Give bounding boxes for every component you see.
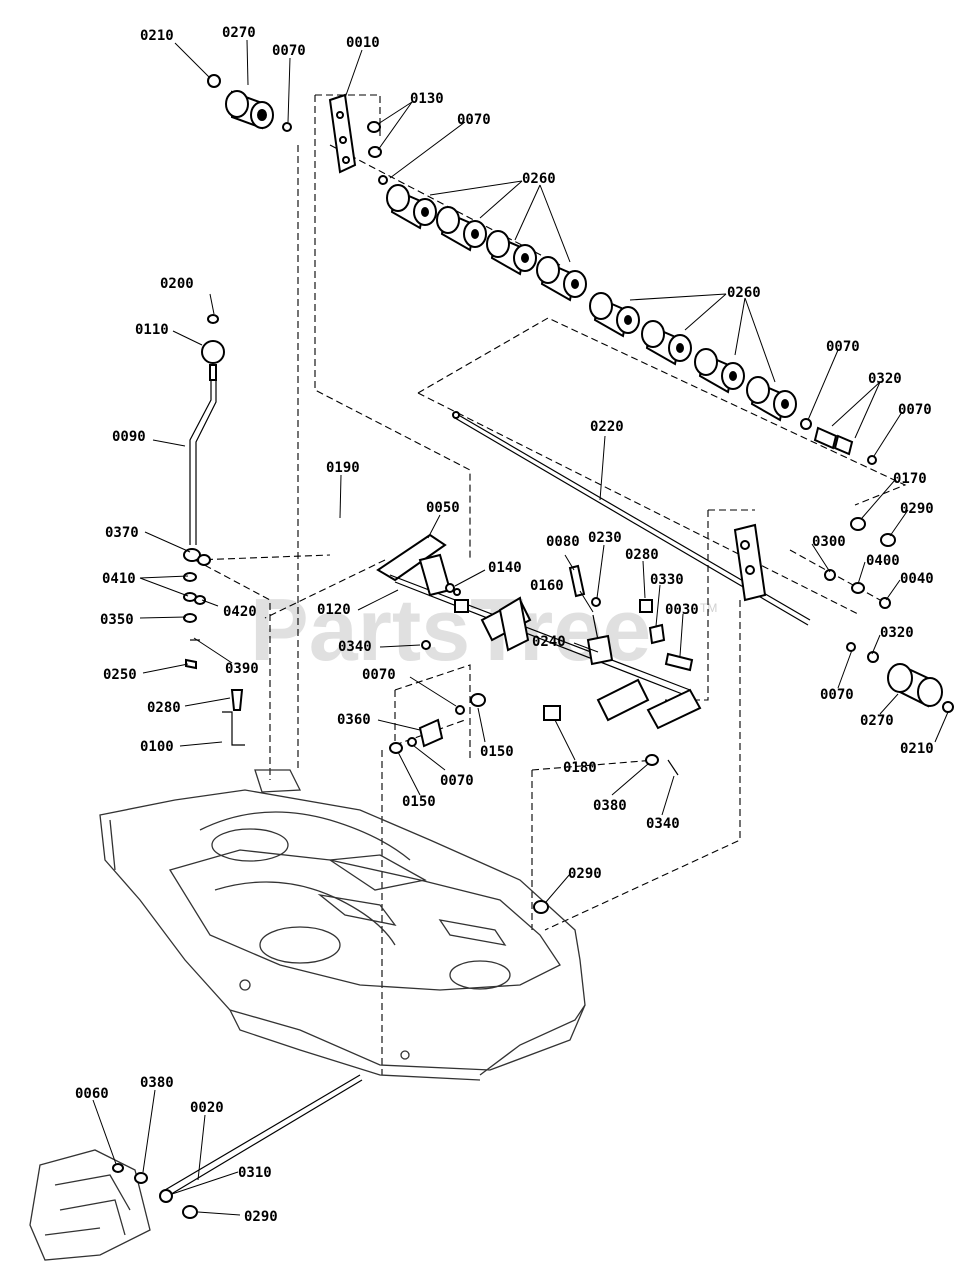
callout-0070: 0070 [457, 112, 491, 128]
callout-0290: 0290 [568, 866, 602, 882]
callout-0320: 0320 [868, 371, 902, 387]
top-roller-assembly [207, 74, 877, 465]
callout-0230: 0230 [588, 530, 622, 546]
callout-0350: 0350 [100, 612, 134, 628]
callout-0270: 0270 [860, 713, 894, 729]
right-bracket [733, 517, 896, 609]
callout-0070: 0070 [272, 43, 306, 59]
callout-0100: 0100 [140, 739, 174, 755]
link-0080 [568, 564, 586, 598]
callout-0250: 0250 [103, 667, 137, 683]
shift-lever [183, 314, 245, 746]
roller-0270-right [846, 642, 954, 713]
callout-0340: 0340 [646, 816, 680, 832]
callout-0130: 0130 [410, 91, 444, 107]
leader-lines [92, 39, 949, 1216]
callout-0280: 0280 [625, 547, 659, 563]
spacers-0320-top [800, 418, 877, 465]
mower-deck [99, 769, 586, 1081]
callout-0310: 0310 [238, 1165, 272, 1181]
alignment-lines [194, 94, 907, 1075]
callout-0070: 0070 [362, 667, 396, 683]
callout-0300: 0300 [812, 534, 846, 550]
callout-0210: 0210 [140, 28, 174, 44]
callout-0200: 0200 [160, 276, 194, 292]
callout-0090: 0090 [112, 429, 146, 445]
callout-0110: 0110 [135, 322, 169, 338]
callout-labels: 0210 0270 0070 0010 0130 0070 0260 0260 … [75, 25, 934, 1225]
callout-0270: 0270 [222, 25, 256, 41]
bracket-0010 [328, 93, 357, 174]
callout-0150: 0150 [480, 744, 514, 760]
callout-0330: 0330 [650, 572, 684, 588]
rollers-0260 [386, 184, 797, 422]
center-linkage [389, 564, 702, 914]
callout-0340: 0340 [338, 639, 372, 655]
callout-0370: 0370 [105, 525, 139, 541]
callout-0380: 0380 [593, 798, 627, 814]
knob-0110 [201, 340, 225, 364]
callout-0070: 0070 [898, 402, 932, 418]
callout-0290: 0290 [244, 1209, 278, 1225]
callout-0120: 0120 [317, 602, 351, 618]
callout-0010: 0010 [346, 35, 380, 51]
callout-0080: 0080 [546, 534, 580, 550]
callout-0290: 0290 [900, 501, 934, 517]
callout-0020: 0020 [190, 1100, 224, 1116]
nuts-0130 [367, 121, 382, 158]
callout-0320: 0320 [880, 625, 914, 641]
callout-0380: 0380 [140, 1075, 174, 1091]
callout-0170: 0170 [893, 471, 927, 487]
callout-0140: 0140 [488, 560, 522, 576]
clip-0200 [207, 314, 219, 324]
callout-0160: 0160 [530, 578, 564, 594]
callout-0260: 0260 [522, 171, 556, 187]
callout-0070: 0070 [826, 339, 860, 355]
callout-0240: 0240 [532, 634, 566, 650]
pedal-bracket [29, 1149, 151, 1261]
roller-0270-top [207, 74, 292, 132]
rocker-bracket-0120 [376, 533, 691, 698]
callout-0220: 0220 [590, 419, 624, 435]
callout-0030: 0030 [665, 602, 699, 618]
callout-0260: 0260 [727, 285, 761, 301]
washer-0070-top [378, 175, 388, 185]
callout-0070: 0070 [820, 687, 854, 703]
callout-0050: 0050 [426, 500, 460, 516]
callout-0360: 0360 [337, 712, 371, 728]
callout-0410: 0410 [102, 571, 136, 587]
callout-0150: 0150 [402, 794, 436, 810]
callout-0390: 0390 [225, 661, 259, 677]
watermark-text: PartsTree [250, 580, 651, 679]
watermark-trademark: TM [700, 601, 717, 615]
callout-0400: 0400 [866, 553, 900, 569]
callout-0190: 0190 [326, 460, 360, 476]
watermark: PartsTree TM [250, 580, 717, 679]
rod-0020 [112, 1074, 363, 1219]
callout-0070: 0070 [440, 773, 474, 789]
callout-0420: 0420 [223, 604, 257, 620]
callout-0180: 0180 [563, 760, 597, 776]
callout-0280: 0280 [147, 700, 181, 716]
callout-0210: 0210 [900, 741, 934, 757]
callout-0040: 0040 [900, 571, 934, 587]
callout-0060: 0060 [75, 1086, 109, 1102]
